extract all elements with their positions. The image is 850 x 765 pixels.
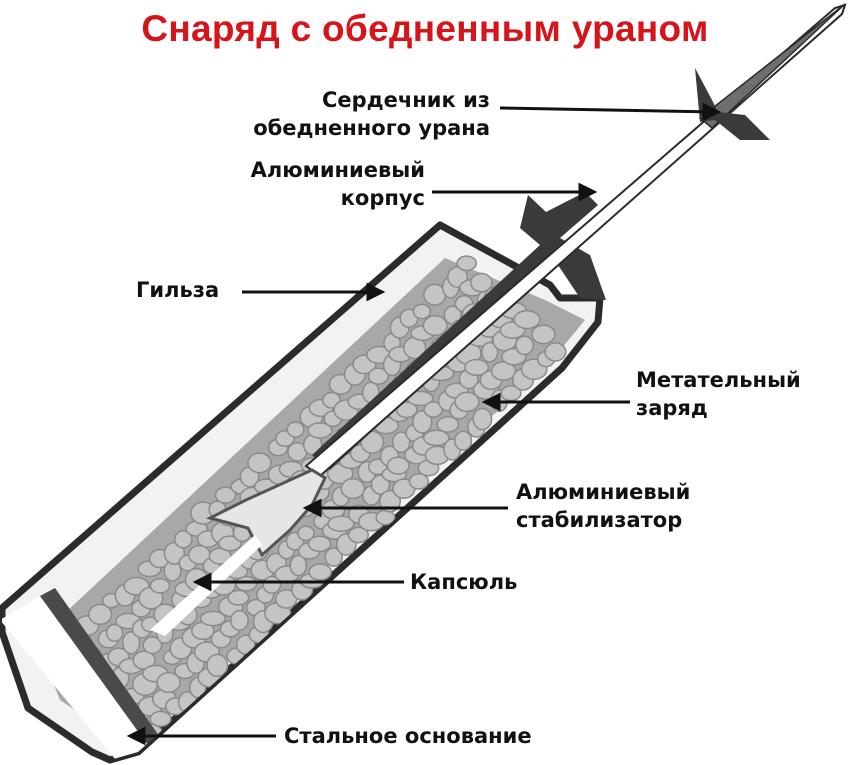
nose-fins [695,68,770,140]
propellant-pellet [391,431,411,454]
leader-lines [126,102,722,746]
propellant-pellet [163,541,186,565]
propellant-pellet [218,535,242,552]
label-stabilizer-line2: стабилизатор [516,508,683,532]
propellant-pellet [105,623,124,643]
propellant-pellet [227,589,250,606]
propellant-pellet [230,609,249,631]
propellant-pellet [347,526,370,544]
propellant-pellet [408,473,430,490]
arrow-core [499,106,717,114]
diagram-title: Снаряд с обедненным ураном [141,8,709,49]
propellant-pellet [453,430,473,451]
propellant-pellet [289,554,308,577]
propellant-pellet [370,474,391,495]
propellant-pellet [142,636,163,655]
propellant-pellet [422,429,450,447]
propellant-pellet [149,577,171,594]
arrowhead-stabilizer [302,498,322,518]
propellant-pellet [515,335,534,356]
propellant-pellet [121,631,141,655]
arrowhead-body [578,182,598,202]
propellant-pellet [469,272,493,293]
label-body-line2: корпус [340,186,425,210]
arrowhead-core [702,102,722,122]
propellant-pellet [412,410,433,434]
steel-base-ring [40,588,162,748]
propellant-pellet [436,415,460,433]
propellant-pellet [360,430,385,454]
propellant-pellet [235,634,256,655]
propellant-pellet [327,515,355,532]
steel-base [2,596,150,760]
propellant-pellet [531,324,556,345]
propellant-pellet [247,452,272,474]
label-charge: Метательный заряд [636,366,801,422]
propellant-pellet [480,341,499,363]
label-case: Гильза [136,278,220,302]
propellant-pellet [286,421,305,438]
core-tip [698,3,846,129]
label-base: Стальное основание [284,724,532,748]
propellant-pellet [206,653,229,678]
label-primer: Капсюль [410,570,518,594]
propellant-pellet [307,422,333,439]
propellant-pellet [214,486,237,504]
propellant-pellet [367,367,390,385]
propellant-pellet [544,342,567,362]
propellant-pellet [422,315,448,337]
propellant-pellet [235,576,258,592]
propellant-pellet [308,563,333,581]
propellant-pellet [395,401,418,419]
propellant-pellet [386,456,410,475]
stabilizer-fins [205,468,327,558]
propellant-pellet [208,547,232,565]
label-charge-line2: заряд [636,396,708,420]
arrowhead-base [126,726,146,746]
label-stabilizer-line1: Алюминиевый [516,480,691,504]
propellant-pellet [472,407,493,431]
propellant-pellet [340,478,366,500]
label-body: Алюминиевый корпус [100,156,425,212]
propellant-pellet [156,671,181,694]
arrowhead-charge [481,392,501,412]
propellant-pellet [173,529,193,549]
propellant-pellet [454,391,480,413]
arrowhead-primer [192,572,212,592]
propellant-pellet [456,255,478,272]
label-core-line1: Сердечник из [321,88,490,112]
label-core-line2: обедненного урана [253,116,490,140]
label-core: Сердечник из обедненного урана [150,86,490,142]
propellant-pellet [149,710,172,728]
propellant-pellet [464,358,490,377]
label-stabilizer: Алюминиевый стабилизатор [516,478,690,534]
propellant-pellet [412,303,432,320]
propellant-pellet [513,309,541,330]
propellant-pellet [297,525,315,542]
propellant-pellet [199,610,226,627]
label-body-line1: Алюминиевый [250,158,425,182]
propellant-pellet [88,603,113,626]
propellant-pellet [307,535,332,553]
arrowhead-case [366,282,386,302]
label-charge-line1: Метательный [636,368,801,392]
propellant-pellet [324,547,343,567]
